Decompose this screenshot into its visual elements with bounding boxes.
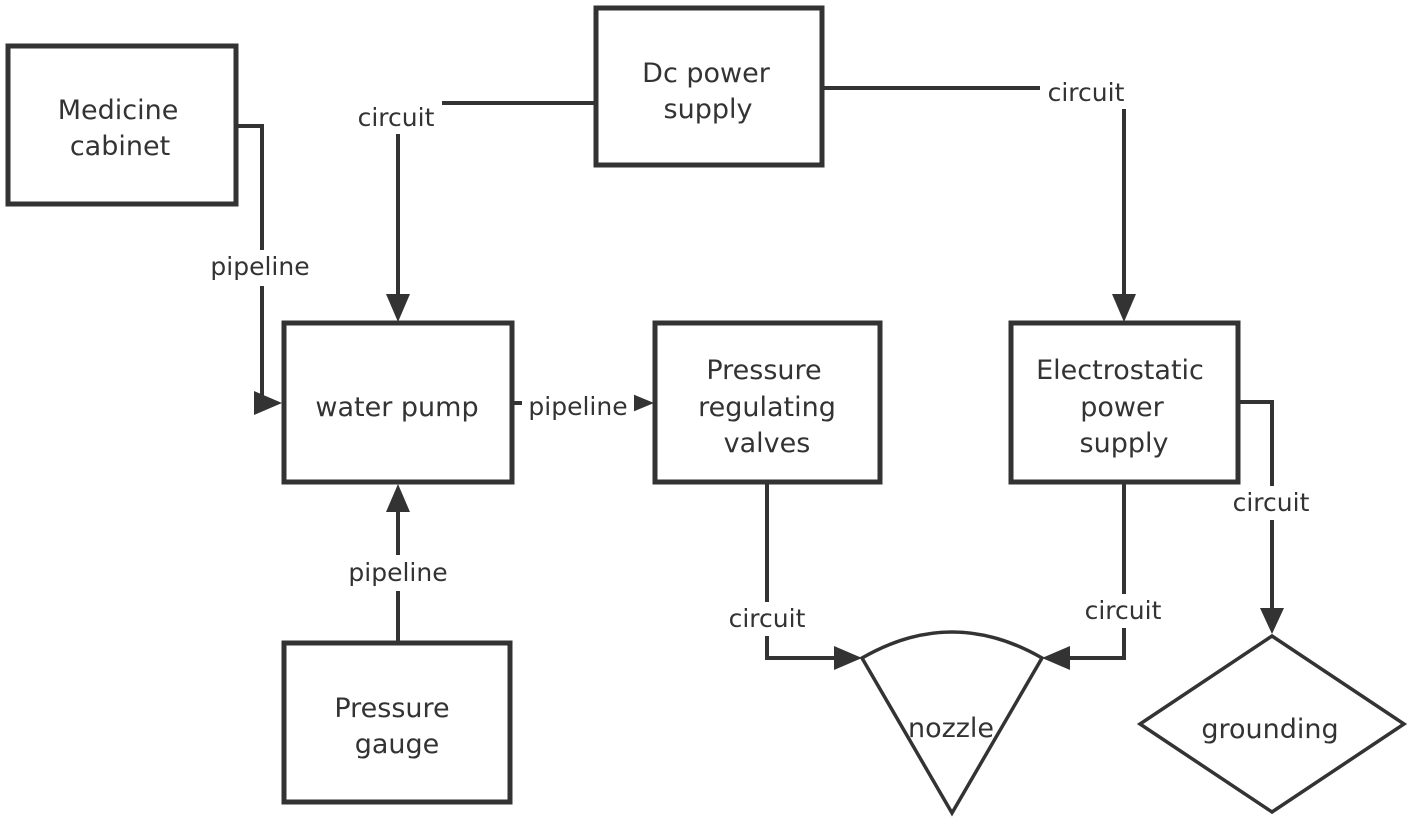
edge-label-valves-to-nozzle: circuit xyxy=(720,602,814,636)
node-medicine-cabinet: Medicine cabinet xyxy=(5,43,239,207)
node-nozzle: nozzle xyxy=(859,630,1045,817)
edge-label-cabinet-to-pump-text: pipeline xyxy=(210,252,309,281)
arrowhead-pump-to-valves xyxy=(630,393,654,413)
edge-label-gauge-to-pump-text: pipeline xyxy=(348,558,447,587)
node-medicine-cabinet-line1: Medicine xyxy=(58,95,179,126)
arrowhead-electrostatic-to-nozzle xyxy=(1042,646,1070,670)
node-electrostatic-power-supply-line2: power xyxy=(1080,392,1164,423)
edge-label-valves-to-nozzle-text: circuit xyxy=(729,604,806,633)
edge-label-electrostatic-to-nozzle-text: circuit xyxy=(1085,596,1162,625)
node-electrostatic-power-supply: Electrostatic power supply xyxy=(1008,320,1241,485)
node-dc-power-supply: Dc power supply xyxy=(593,5,825,168)
edge-label-electrostatic-to-grounding-text: circuit xyxy=(1233,488,1310,517)
edge-label-dc-to-pump-text: circuit xyxy=(358,103,435,132)
node-electrostatic-power-supply-line3: supply xyxy=(1080,428,1169,459)
node-pressure-gauge-line1: Pressure xyxy=(334,693,449,724)
node-dc-power-supply-line1: Dc power xyxy=(642,58,771,89)
node-electrostatic-power-supply-line1: Electrostatic xyxy=(1036,355,1204,386)
node-pressure-regulating-valves-line3: valves xyxy=(724,428,811,459)
edge-label-dc-to-pump: circuit xyxy=(350,100,442,134)
node-pressure-regulating-valves: Pressure regulating valves xyxy=(652,320,883,485)
node-water-pump: water pump xyxy=(281,320,515,485)
edge-label-cabinet-to-pump: pipeline xyxy=(202,250,318,286)
arrowhead-valves-to-nozzle xyxy=(834,646,862,670)
edge-label-electrostatic-to-nozzle: circuit xyxy=(1076,594,1170,628)
arrowhead-gauge-to-pump xyxy=(386,484,410,512)
connector-dc-to-electrostatic xyxy=(822,86,1126,298)
node-water-pump-line1: water pump xyxy=(315,392,478,423)
node-medicine-cabinet-line2: cabinet xyxy=(70,131,170,162)
arrowhead-electrostatic-to-grounding xyxy=(1260,608,1284,634)
connector-electrostatic-to-nozzle xyxy=(1066,484,1126,660)
arrowhead-dc-to-pump xyxy=(386,294,410,322)
node-pressure-gauge: Pressure gauge xyxy=(281,640,513,805)
edge-label-dc-to-electrostatic-text: circuit xyxy=(1048,78,1125,107)
node-grounding: grounding xyxy=(1136,633,1408,815)
node-grounding-line1: grounding xyxy=(1201,714,1338,745)
arrowhead-dc-to-electrostatic xyxy=(1112,294,1136,322)
edge-label-dc-to-electrostatic: circuit xyxy=(1040,75,1132,109)
connector-valves-to-nozzle xyxy=(765,484,838,660)
node-dc-power-supply-line2: supply xyxy=(664,94,753,125)
edge-label-electrostatic-to-grounding: circuit xyxy=(1224,486,1318,520)
node-pressure-regulating-valves-line2: regulating xyxy=(698,392,836,423)
node-nozzle-line1: nozzle xyxy=(908,713,994,744)
connector-electrostatic-to-grounding xyxy=(1240,400,1274,612)
node-pressure-gauge-line2: gauge xyxy=(355,729,440,760)
edge-label-gauge-to-pump: pipeline xyxy=(340,555,456,591)
edge-label-pump-to-valves: pipeline xyxy=(522,388,634,424)
arrowhead-cabinet-to-pump xyxy=(254,391,282,415)
edge-label-pump-to-valves-text: pipeline xyxy=(528,392,627,421)
node-pressure-regulating-valves-line1: Pressure xyxy=(706,355,821,386)
